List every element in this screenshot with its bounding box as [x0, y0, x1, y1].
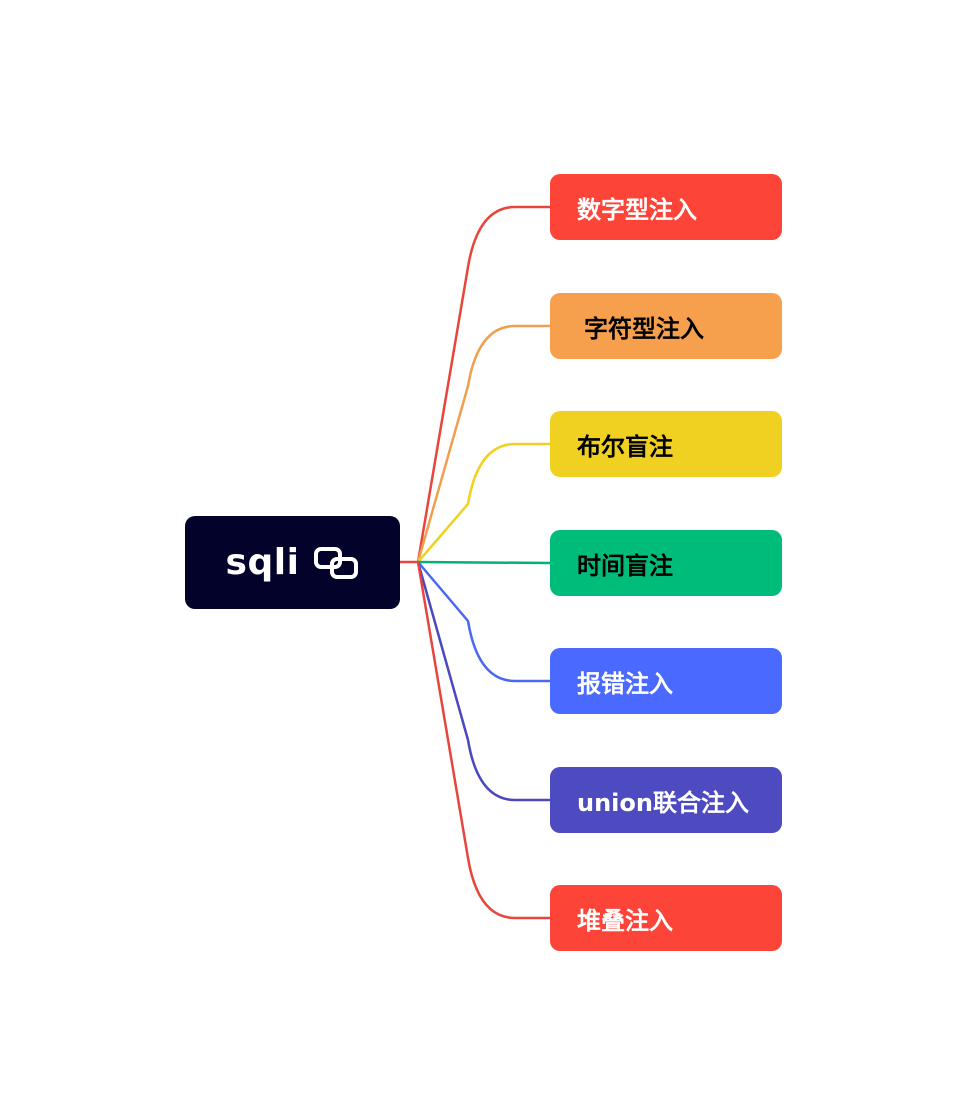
branch-node[interactable]: 堆叠注入	[550, 885, 782, 951]
connector-line	[416, 560, 552, 683]
connector-line	[416, 560, 552, 802]
branch-node[interactable]: 布尔盲注	[550, 411, 782, 477]
branch-label: 字符型注入	[584, 314, 704, 343]
branch-node[interactable]: 时间盲注	[550, 530, 782, 596]
branch-label: 布尔盲注	[577, 432, 673, 461]
branch-label: 堆叠注入	[577, 906, 673, 935]
branch-label: union联合注入	[577, 788, 749, 817]
connector-line	[416, 205, 552, 564]
connector-line	[416, 324, 552, 564]
branch-label: 报错注入	[577, 669, 673, 698]
link-icon[interactable]	[313, 545, 359, 581]
branch-label: 时间盲注	[577, 551, 673, 580]
connector-line	[416, 560, 552, 565]
branch-node[interactable]: 报错注入	[550, 648, 782, 714]
branch-node[interactable]: 字符型注入	[550, 293, 782, 359]
branch-node[interactable]: 数字型注入	[550, 174, 782, 240]
root-node[interactable]: sqli	[185, 516, 400, 609]
branch-label: 数字型注入	[577, 195, 697, 224]
connector-line	[416, 442, 552, 564]
root-label: sqli	[225, 542, 300, 583]
connector-line	[416, 560, 552, 920]
branch-node[interactable]: union联合注入	[550, 767, 782, 833]
